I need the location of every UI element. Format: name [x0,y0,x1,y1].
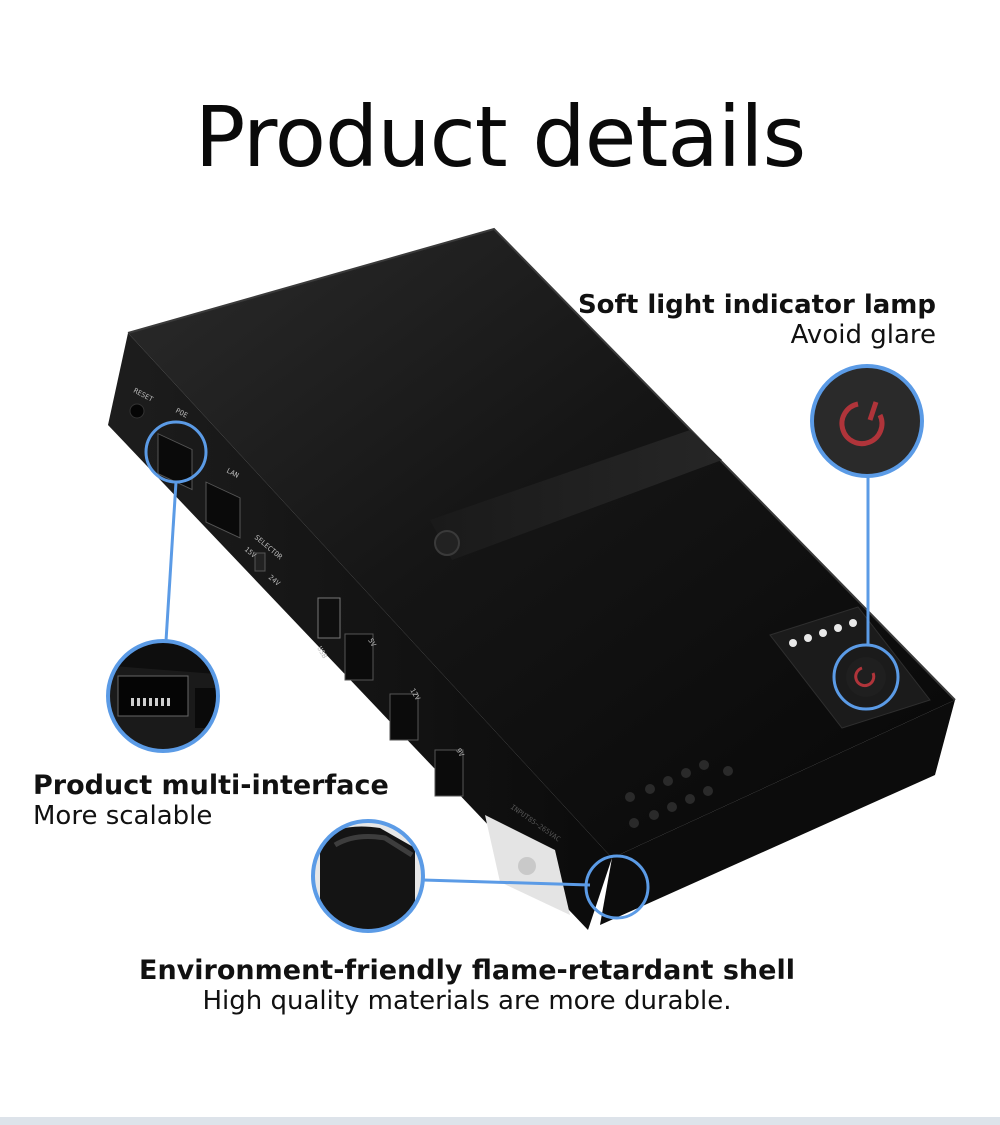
vent-holes [625,760,733,828]
zoom-corner [311,819,425,933]
callout-multi-interface: Product multi-interface More scalable [33,770,389,831]
label-dc-1: 5V [366,637,378,649]
label-dc-3: 9V [454,747,466,759]
callout-subtext: More scalable [33,801,213,831]
side-ports [129,403,570,915]
callout-subtext: High quality materials are more durable. [202,986,732,1016]
device-front-edge [600,700,955,925]
textured-strip [430,430,722,560]
power-icon [839,401,885,447]
power-button [846,657,886,697]
callout-indicator-lamp: Soft light indicator lamp Avoid glare [578,290,936,350]
callout-targets [144,420,900,920]
page-title: Product details [194,88,807,187]
bottom-divider [0,1117,1000,1125]
device-top [127,227,956,858]
zoom-port [106,639,220,753]
callout-heading: Product multi-interface [33,770,389,801]
zoom-lamp [810,364,924,478]
callout-heading: Soft light indicator lamp [577,290,936,320]
callout-heading: Environment-friendly flame-retardant she… [139,955,795,986]
callout-subtext: Avoid glare [790,320,936,350]
callout-connectors [164,476,870,887]
device-side-wall [108,333,612,930]
callout-shell: Environment-friendly flame-retardant she… [0,955,1000,1016]
